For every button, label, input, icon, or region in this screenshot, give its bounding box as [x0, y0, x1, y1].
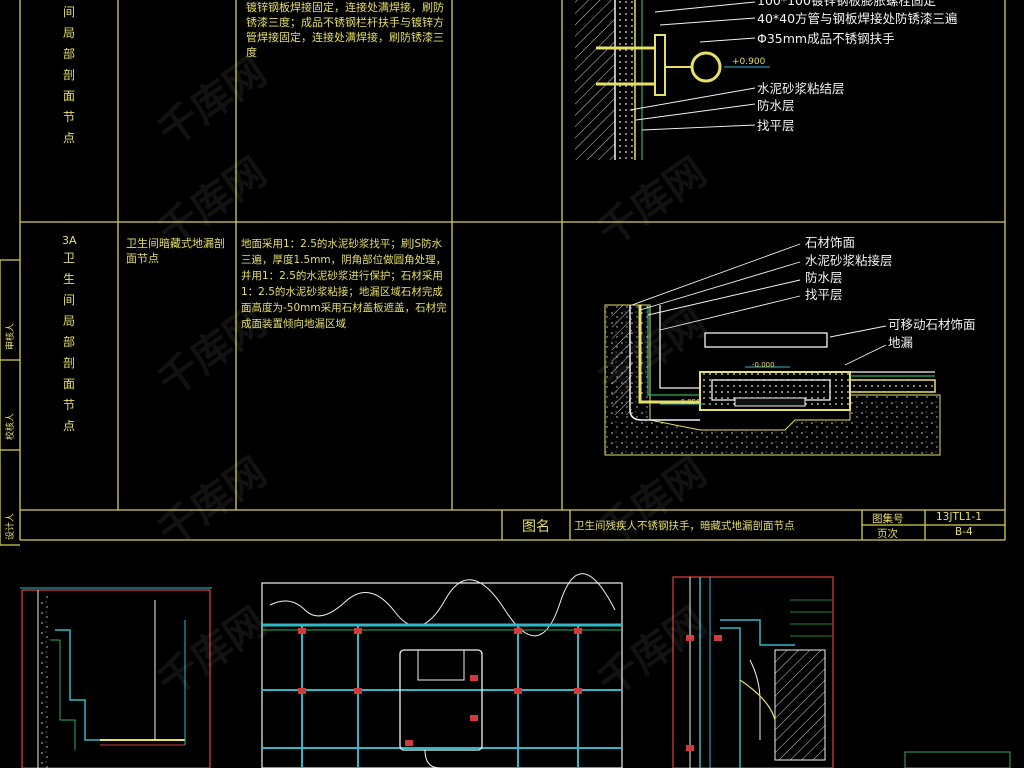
bottom-drawing-left [20, 587, 212, 768]
drain-callout-5: 可移动石材饰面 [888, 317, 976, 332]
handrail-detail [575, 0, 770, 160]
drain-callout-2: 水泥砂浆粘接层 [805, 253, 893, 268]
title-block-set-value: 13JTL1-1 [936, 511, 982, 523]
handrail-callout-4: 水泥砂浆粘结层 [757, 81, 845, 96]
side-label-reviewer: 审核人 [6, 322, 16, 350]
section-3a-note: 地面采用1：2.5的水泥砂浆找平；刷JS防水三遍，厚度1.5mm，阴角部位做圆角… [241, 238, 447, 330]
title-block-set-label: 图集号 [872, 513, 904, 525]
handrail-callout-2: 40*40方管与钢板焊接处防锈漆三遍 [757, 11, 958, 26]
title-block-drawing-title: 卫生间残疾人不锈钢扶手，暗藏式地漏剖面节点 [574, 520, 795, 532]
drain-level-a: -0.050 [678, 398, 701, 406]
floor-drain-detail [604, 243, 941, 456]
side-label-checker: 校核人 [6, 412, 16, 440]
handrail-callout-6: 找平层 [757, 118, 795, 133]
section-3a-name: 卫生间暗藏式地漏剖面节点 [126, 237, 225, 265]
title-block-name-label: 图名 [522, 519, 550, 535]
section-3a-code: 3A [62, 234, 77, 247]
bottom-drawing-right [672, 576, 1011, 768]
handrail-callout-5: 防水层 [757, 98, 795, 113]
side-label-designer: 设计人 [6, 512, 16, 540]
drain-callout-3: 防水层 [805, 270, 843, 285]
section-top-vertical-label: 间局部剖面节点 [62, 5, 75, 145]
title-block-page-value: B-4 [955, 526, 973, 538]
table-frame [0, 0, 1006, 546]
section-3a-vertical-label: 卫生间局部剖面节点 [62, 251, 75, 433]
handrail-callout-3: Φ35mm成品不锈钢扶手 [757, 31, 895, 46]
bottom-drawing-middle [261, 573, 623, 768]
handrail-callout-1: 100*100镀锌钢板膨胀螺栓固定 [757, 0, 936, 8]
drain-callout-4: 找平层 [805, 287, 843, 302]
drain-callout-6: 地漏 [888, 335, 914, 350]
drain-level-b: -0.000 [752, 361, 775, 369]
drain-callout-1: 石材饰面 [805, 235, 856, 250]
title-block-page-label: 页次 [877, 528, 898, 540]
section-top-note: 镀锌钢板焊接固定，连接处满焊接，刷防锈漆三度；成品不锈钢栏杆扶手与镀锌方管焊接固… [246, 1, 444, 59]
handrail-level: +0.900 [732, 57, 766, 67]
